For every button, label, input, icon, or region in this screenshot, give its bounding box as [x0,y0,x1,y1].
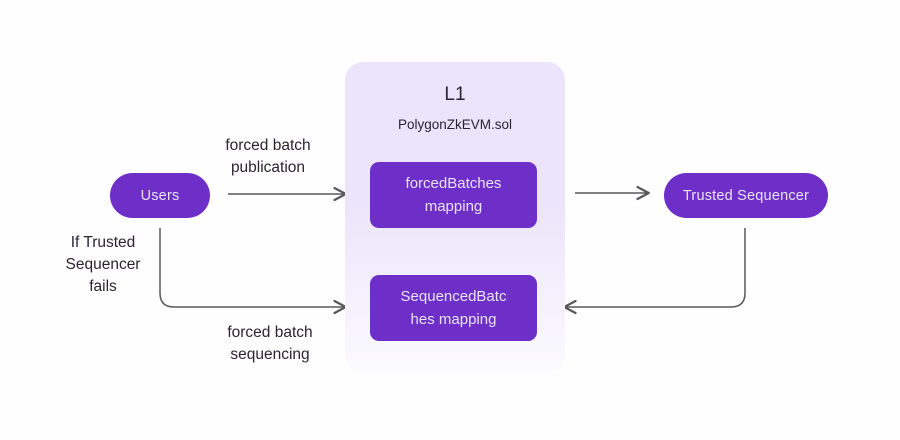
forced-batches-mapping-node: forcedBatches mapping [370,162,537,228]
sequenced-batches-mapping-node: SequencedBatc hes mapping [370,275,537,341]
trusted-sequencer-node: Trusted Sequencer [664,173,828,218]
forced-batches-line1: forcedBatches [405,175,502,192]
edge-trusted-sequencer-to-sequencedbatches [563,228,746,315]
edge-label-if-trusted-sequencer-fails: If Trusted Sequencer fails [65,234,141,295]
sequenced-batches-line2: hes mapping [410,311,497,328]
edge-users-to-sequencedbatches [159,228,347,315]
users-node: Users [110,173,210,218]
l1-subtitle: PolygonZkEVM.sol [397,117,513,132]
users-node-label: Users [140,187,180,204]
edge-label-forced-batch-publication: forced batch publication [225,137,311,176]
l1-title: L1 [444,84,466,105]
trusted-sequencer-label: Trusted Sequencer [682,187,810,204]
edge-label-forced-batch-sequencing: forced batch sequencing [227,324,313,363]
sequenced-batches-line1: SequencedBatc [400,288,507,305]
l1-container: L1 PolygonZkEVM.sol forcedBatches mappin… [345,62,565,372]
forced-batches-line2: mapping [424,198,483,215]
